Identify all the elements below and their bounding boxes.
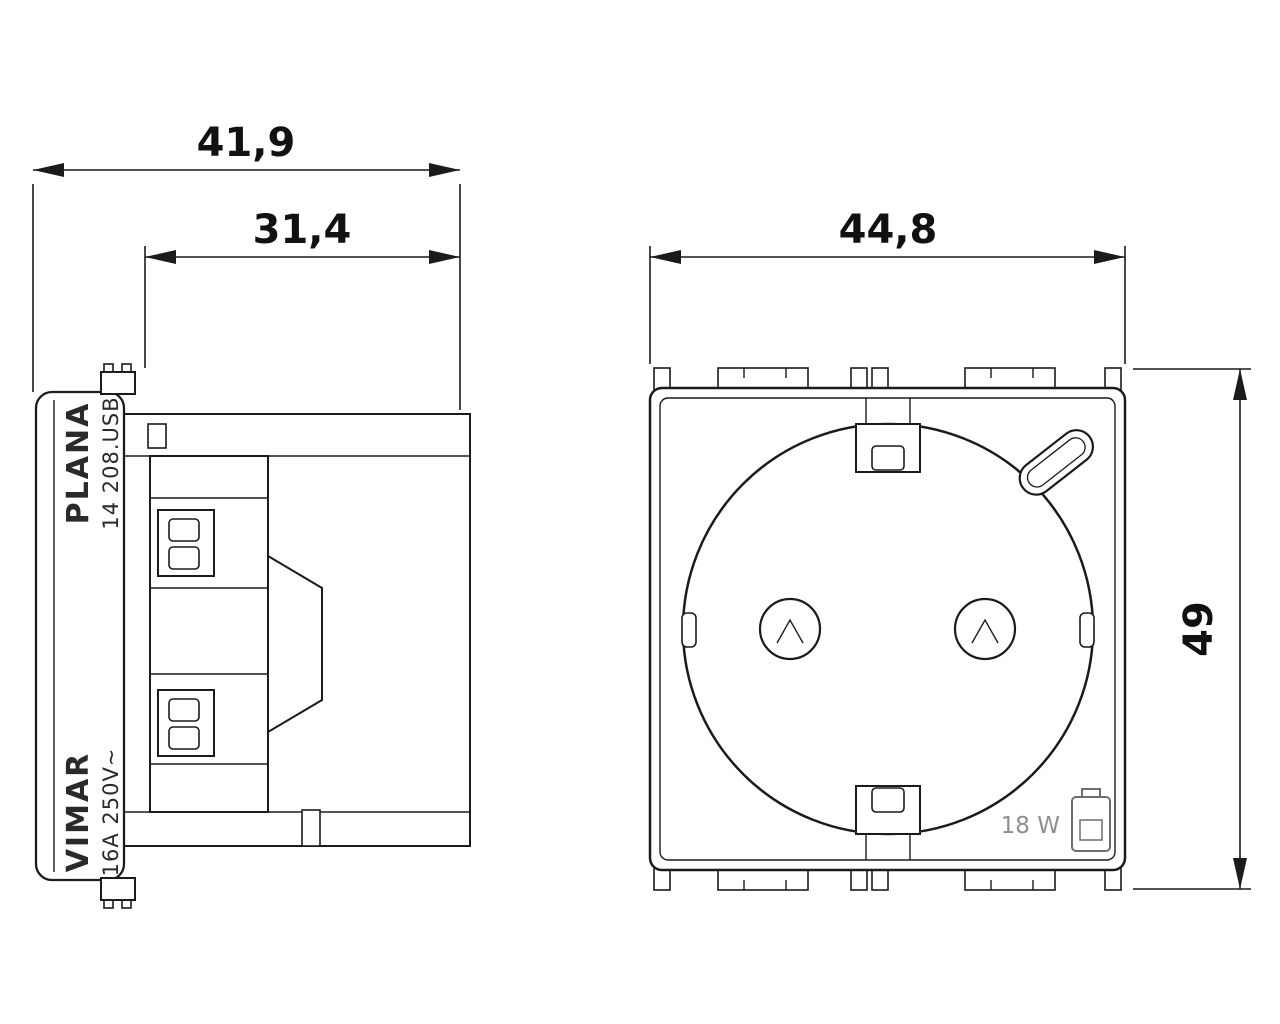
- mounting-tab: [717, 367, 809, 391]
- mounting-tab: [717, 867, 809, 891]
- terminal-block-lower: [157, 689, 215, 757]
- rating-label: 16A 250V~: [99, 748, 123, 877]
- mounting-tab: [1104, 367, 1122, 391]
- mounting-tab: [871, 367, 889, 391]
- earth-clip-left: [681, 612, 697, 648]
- mounting-tabs-bottom: [653, 867, 1122, 891]
- dimension-front-height: 49: [1133, 368, 1251, 890]
- dimension-side-total-depth: 41,9: [32, 120, 461, 410]
- side-view: PLANA 14 208.USB VIMAR 16A 250V~: [34, 363, 471, 909]
- article-number-label: 14 208.USB: [99, 396, 123, 529]
- dimension-front-width: 44,8: [649, 207, 1126, 364]
- battery-icon: [1071, 788, 1111, 852]
- earth-contact-top: [855, 398, 921, 473]
- screw-detail: [301, 809, 321, 847]
- front-plate: [648, 386, 1127, 872]
- mounting-tab: [653, 367, 671, 391]
- brand-label: VIMAR: [61, 752, 96, 873]
- dimension-side-body-depth: 31,4: [144, 207, 460, 368]
- earth-clip-right: [1079, 612, 1095, 648]
- usb-power-label: 18 W: [1001, 813, 1060, 839]
- pin-hole-right: [953, 597, 1017, 661]
- arrowhead-left: [650, 250, 681, 264]
- socket-well-profile: [267, 554, 323, 734]
- mounting-tab: [850, 867, 868, 891]
- mounting-tab: [964, 367, 1056, 391]
- earth-contact-bottom: [855, 785, 921, 860]
- mounting-tab: [964, 867, 1056, 891]
- dimension-label-49: 49: [1176, 601, 1222, 657]
- pin-hole-left: [758, 597, 822, 661]
- mounting-claw-top: [100, 363, 136, 395]
- arrowhead-left: [145, 250, 176, 264]
- dimension-label-31-4: 31,4: [253, 207, 352, 253]
- side-faceplate: [34, 390, 126, 882]
- dimension-label-41-9: 41,9: [197, 120, 296, 166]
- mounting-claw-bottom: [100, 877, 136, 909]
- terminal-block-upper: [157, 509, 215, 577]
- arrowhead-right: [429, 250, 460, 264]
- mounting-tabs-top: [653, 367, 1122, 391]
- arrowhead-right: [1094, 250, 1125, 264]
- dimension-label-44-8: 44,8: [839, 207, 938, 253]
- arrowhead-right: [429, 163, 460, 177]
- mounting-tab: [653, 867, 671, 891]
- front-view: 18 W: [648, 367, 1127, 891]
- mounting-tab: [850, 367, 868, 391]
- side-mechanism: [149, 455, 323, 813]
- usb-c-port-icon: [1018, 429, 1095, 496]
- series-label: PLANA: [61, 402, 96, 525]
- arrowhead-bottom: [1233, 858, 1247, 889]
- arrowhead-left: [33, 163, 64, 177]
- arrowhead-top: [1233, 369, 1247, 400]
- mounting-tab: [1104, 867, 1122, 891]
- mounting-tab: [871, 867, 889, 891]
